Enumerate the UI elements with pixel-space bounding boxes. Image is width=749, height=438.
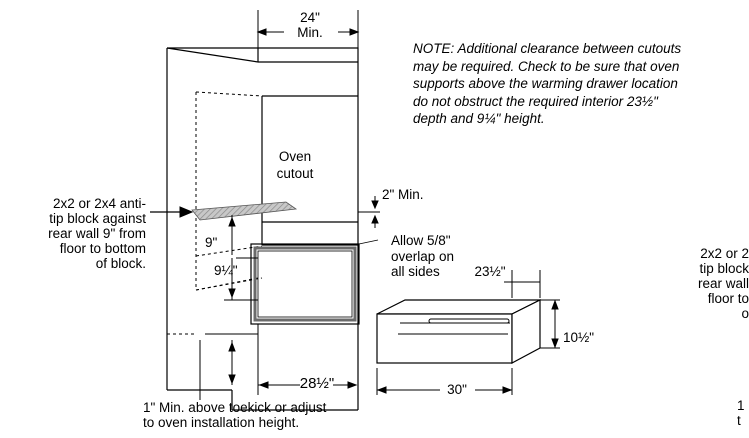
lower-cabinet-lines <box>167 324 259 370</box>
oven-cutout-outline <box>261 95 358 246</box>
dimension-24-min <box>256 10 360 48</box>
label-tip-block-left: 2x2 or 2x4 anti- tip block against rear … <box>48 196 146 271</box>
label-dim-30: 30" <box>447 382 467 397</box>
dimension-9-lines <box>224 215 258 301</box>
dimension-lower-vertical <box>199 340 236 395</box>
label-two-min: 2" Min. <box>382 187 424 202</box>
dimension-30 <box>376 368 513 395</box>
dimension-2-min <box>358 196 380 228</box>
label-dim-23-half: 23½" <box>474 264 506 279</box>
label-allow-overlap: Allow 5/8" overlap on all sides <box>391 233 455 279</box>
warming-drawer <box>376 299 541 365</box>
label-top-width: 24" <box>300 10 320 25</box>
label-right-edge-fragment: 1 t <box>737 398 745 428</box>
label-dim-9-quarter: 9¼" <box>214 263 238 278</box>
label-dim-9: 9" <box>205 235 218 250</box>
label-top-width-min: Min. <box>297 25 323 40</box>
dimension-10-half <box>540 299 560 349</box>
overlap-leader <box>358 239 379 245</box>
drawer-trim-frame <box>250 243 360 325</box>
interior-dashed-lines <box>195 91 263 291</box>
label-tip-block-right: 2x2 or 2 tip block rear wall floor to o <box>697 246 749 321</box>
anti-tip-arrow <box>150 206 194 218</box>
label-dim-10-half: 10½" <box>563 330 595 345</box>
dimension-28-half <box>257 370 359 395</box>
label-dim-28-half: 28½" <box>299 375 335 392</box>
dimension-23-half <box>504 270 541 298</box>
label-oven-cutout: Oven cutout <box>276 149 314 181</box>
anti-tip-block <box>191 201 298 221</box>
note-text: NOTE: Additional clearance between cutou… <box>413 41 682 126</box>
label-toekick: 1" Min. above toekick or adjust to oven … <box>143 400 327 430</box>
